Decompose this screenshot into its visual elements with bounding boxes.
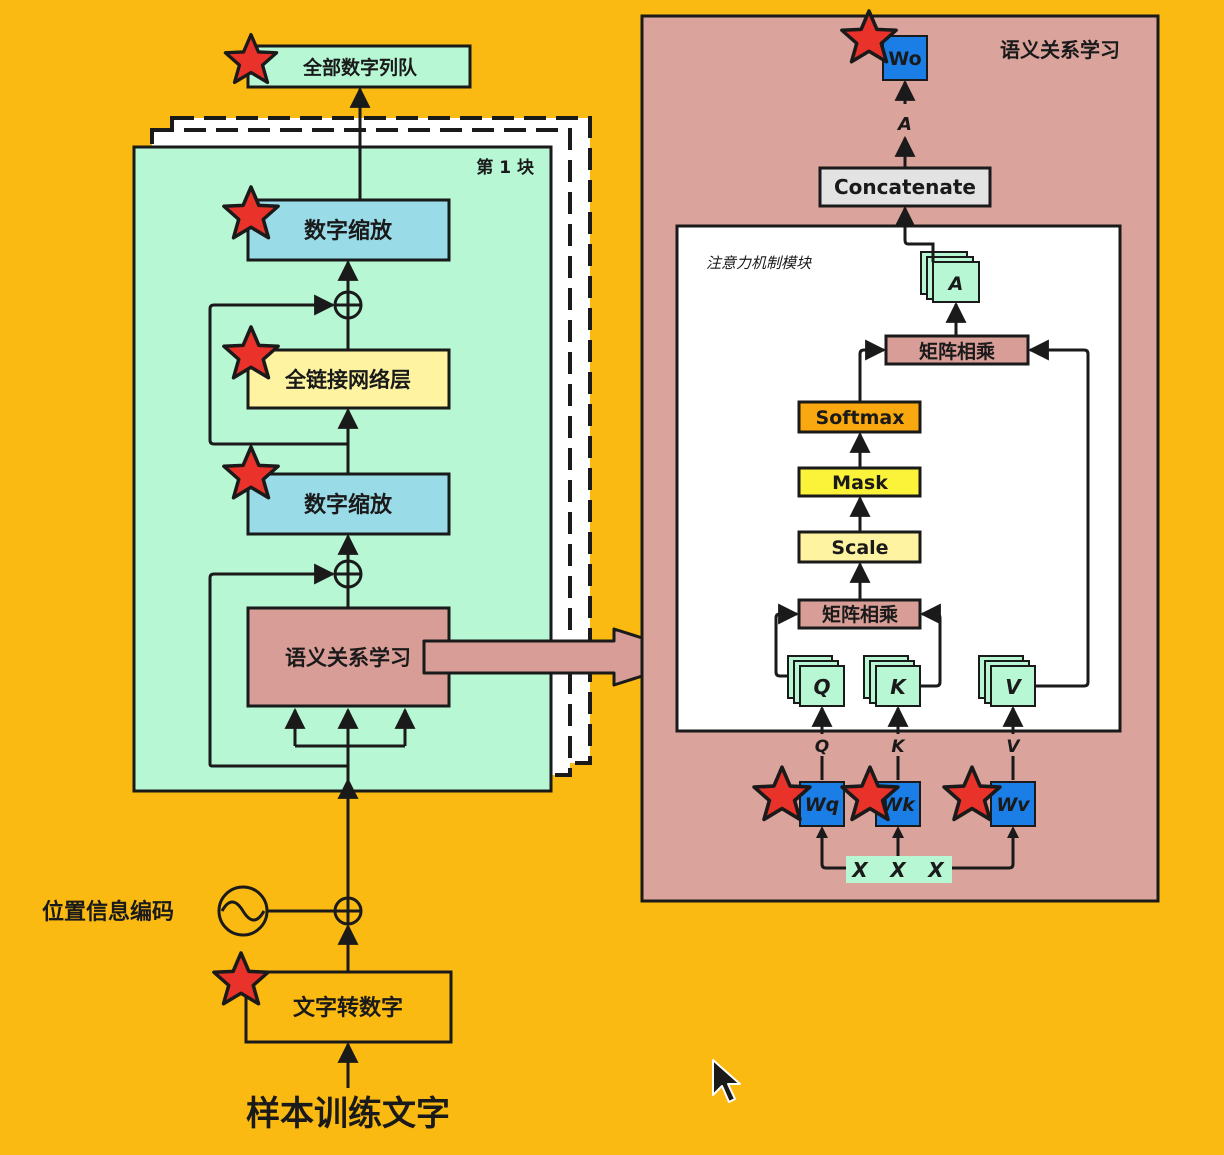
scale-box — [797, 530, 922, 564]
scale-label: Scale — [831, 537, 888, 559]
qkv-label-backdrop — [790, 734, 1040, 756]
mask-label: Mask — [832, 472, 888, 494]
x-label-1: X — [850, 858, 869, 882]
attention-label: 语义关系学习 — [285, 646, 411, 670]
k-box-label: K — [890, 675, 907, 699]
q-arrow-label: Q — [815, 737, 829, 757]
v-arrow-label: V — [1006, 737, 1021, 757]
softmax-box — [797, 400, 922, 434]
norm-top-label: 数字缩放 — [304, 218, 393, 244]
wo-label: Wo — [888, 48, 921, 70]
flow-k-to-matmul — [919, 603, 942, 688]
mouse-cursor-icon — [712, 1059, 741, 1103]
output-label: 全部数字列队 — [302, 56, 418, 79]
flow-a-to-concat — [894, 205, 935, 262]
x-label-3: X — [926, 858, 945, 882]
x-arrow-mid — [892, 826, 904, 838]
add-circle-top — [333, 290, 363, 320]
x-arrow-right — [1007, 826, 1019, 838]
positional-label: 位置信息编码 — [42, 899, 174, 925]
wq-label: Wq — [805, 794, 840, 816]
norm-bottom-label: 数字缩放 — [304, 492, 393, 518]
a-arrow-label: A — [896, 114, 912, 135]
k-stack — [863, 655, 921, 707]
add-circle-positional — [333, 896, 363, 926]
matmul-top-label: 矩阵相乘 — [919, 340, 995, 363]
concat-box — [818, 166, 992, 208]
norm-bottom-box — [246, 472, 451, 536]
ffn-label: 全链接网络层 — [284, 368, 411, 392]
flow-q-to-matmul — [774, 603, 800, 678]
x-arrow-left — [816, 826, 828, 838]
x-label-2: X — [888, 858, 907, 882]
input-label: 样本训练文字 — [246, 1094, 450, 1134]
flow-v-to-matmul — [1027, 339, 1090, 688]
k-arrow-label: K — [891, 737, 906, 757]
wk-label: Wk — [881, 794, 916, 816]
v-box-label: V — [1005, 675, 1022, 699]
softmax-label: Softmax — [816, 407, 905, 429]
module-label: 注意力机制模块 — [706, 254, 812, 272]
output-box — [246, 44, 472, 89]
sine-wave-icon — [217, 885, 269, 937]
add-circle-bottom — [333, 559, 363, 589]
wv-label: Wv — [996, 794, 1030, 816]
q-box-label: Q — [813, 675, 830, 699]
panel-title: 语义关系学习 — [1000, 38, 1120, 62]
x-input-box — [846, 856, 952, 883]
residual-top — [208, 294, 348, 446]
flow-softmax-to-matmul — [858, 339, 887, 402]
a-stack — [920, 251, 980, 303]
matmul-bottom-label: 矩阵相乘 — [822, 603, 898, 626]
matmul-top-box — [884, 334, 1030, 366]
concat-label: Concatenate — [834, 175, 976, 199]
block-label: 第 1 块 — [476, 157, 535, 178]
embedding-label: 文字转数字 — [293, 995, 403, 1021]
residual-bottom — [208, 563, 348, 768]
ffn-box — [246, 348, 451, 410]
a-box-label: A — [947, 273, 964, 295]
